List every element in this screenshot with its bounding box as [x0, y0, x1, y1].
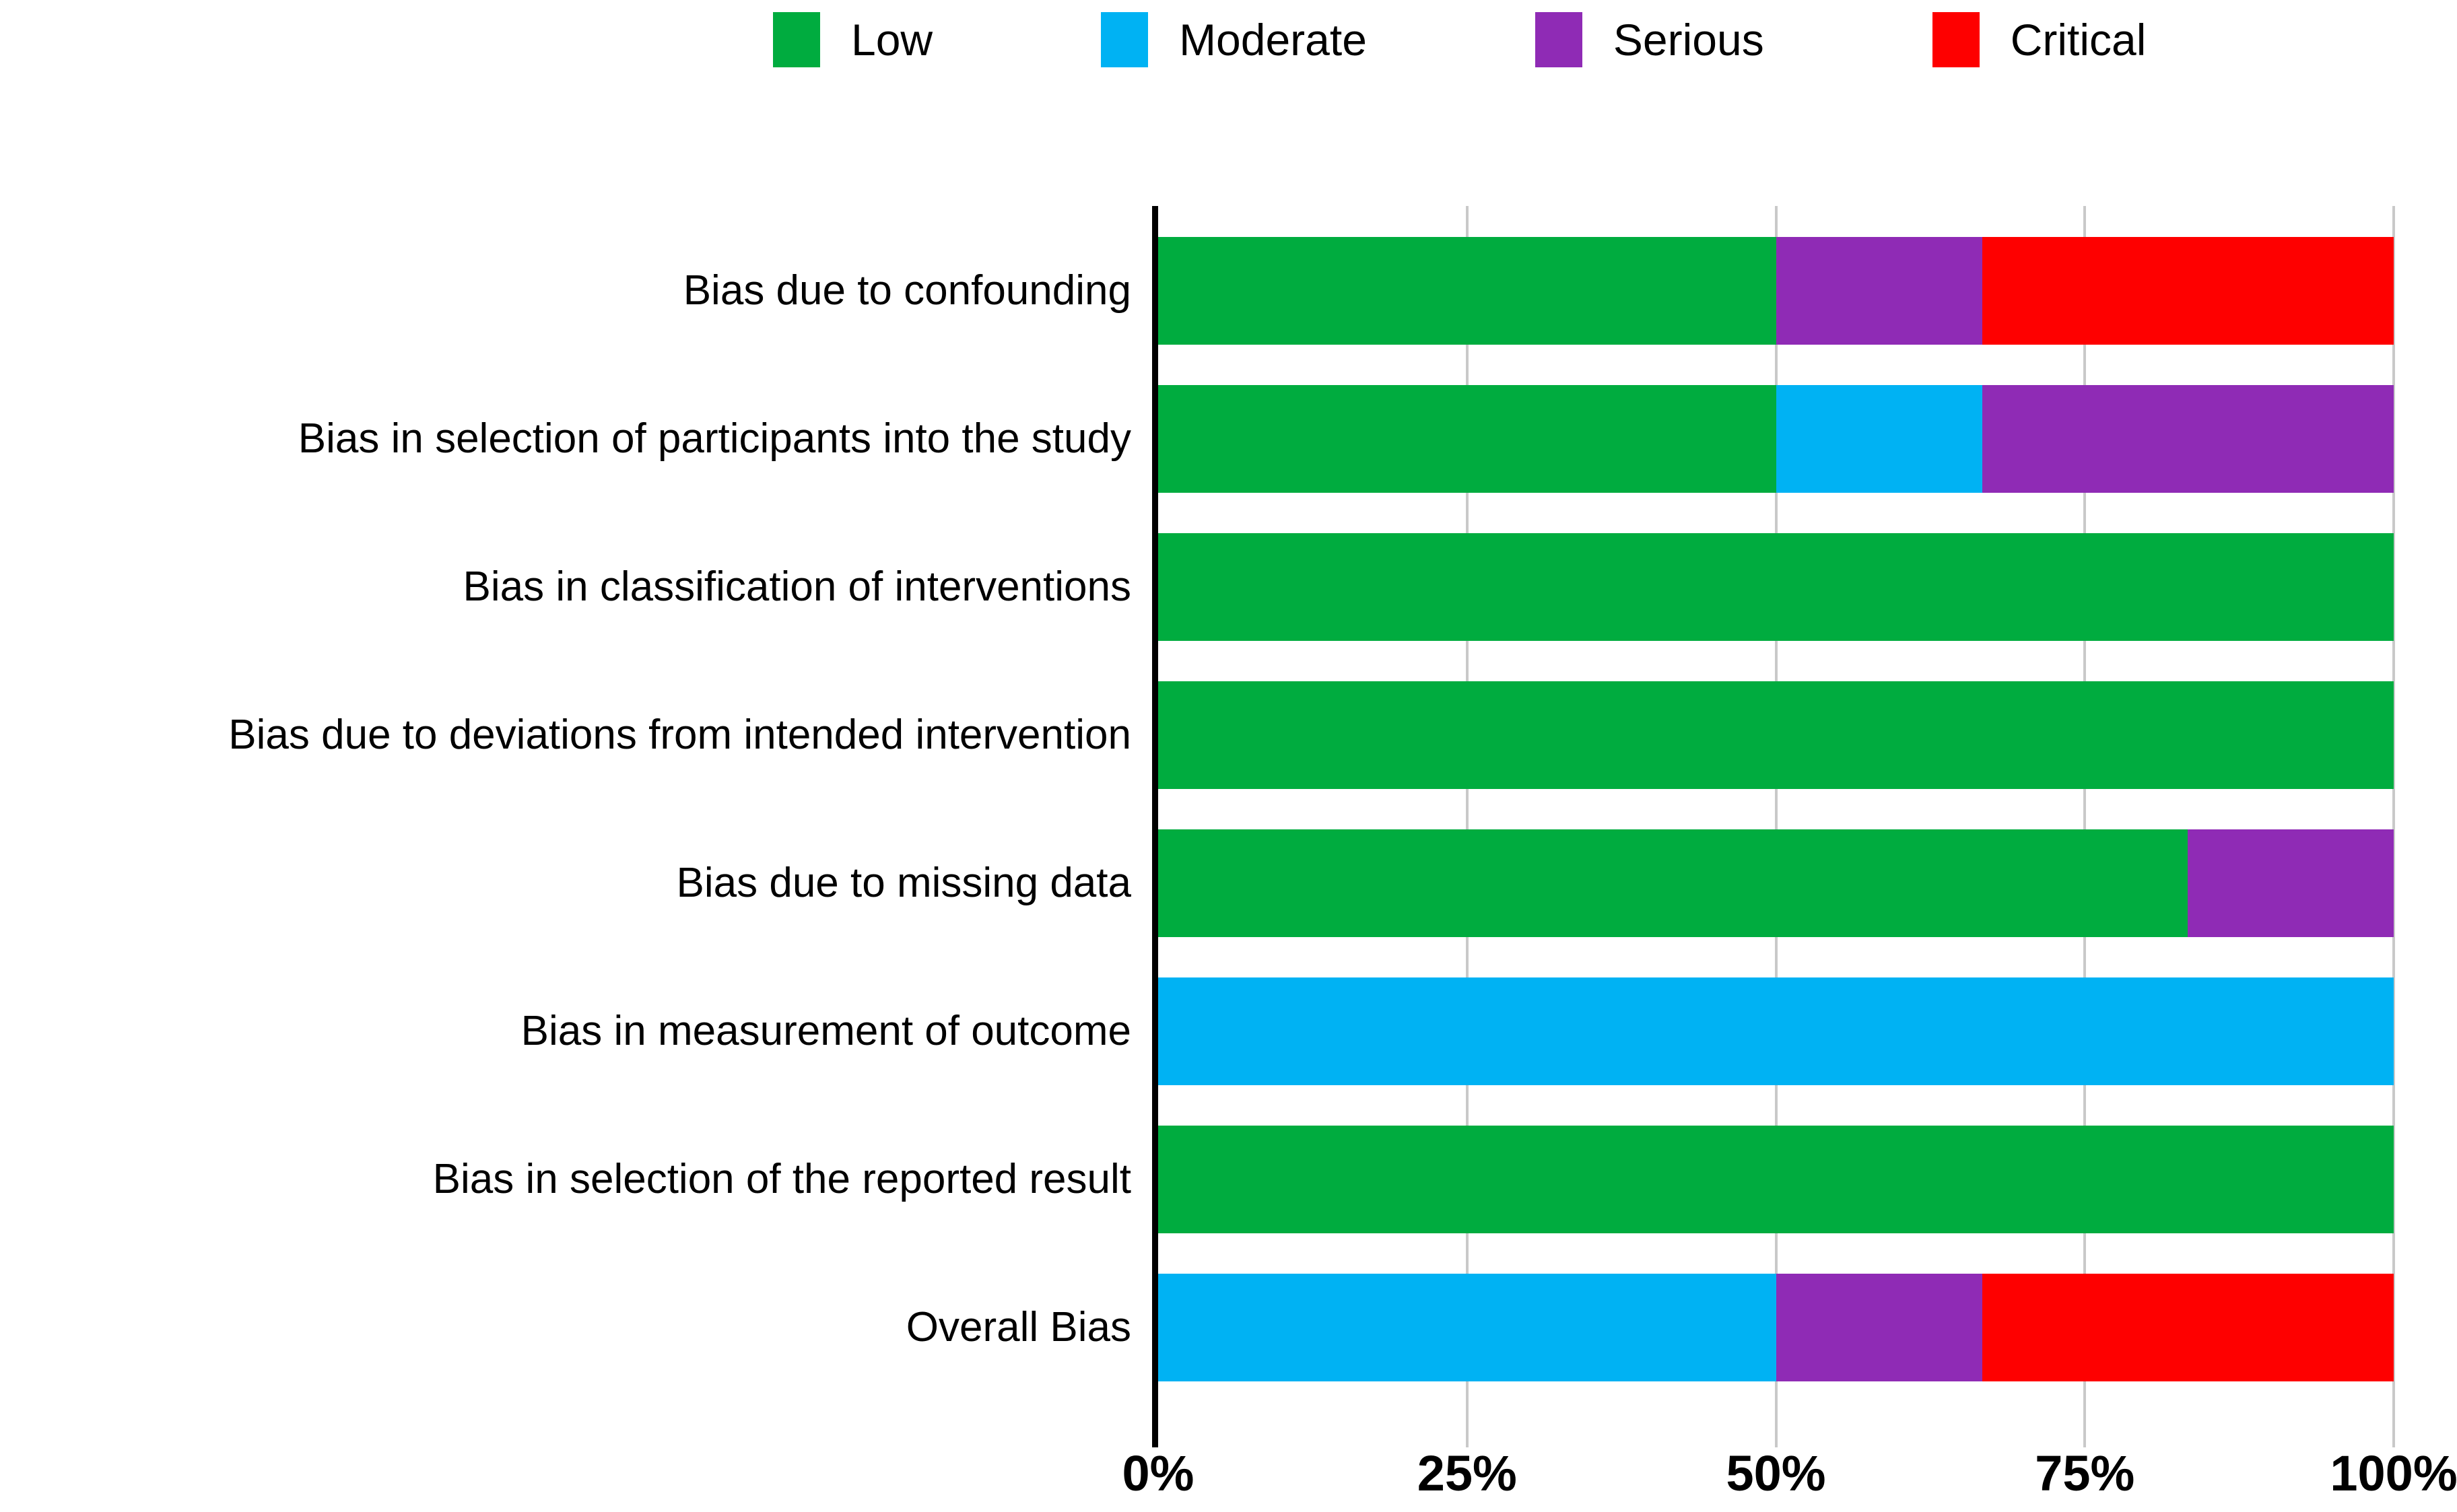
bar-segment-low-row3	[1158, 681, 2394, 789]
legend-swatch-critical	[1932, 12, 1980, 67]
y-axis-line	[1152, 206, 1158, 1447]
x-tick-label-75: 75%	[2035, 1445, 2135, 1501]
bar-segment-serious-row4	[2187, 829, 2394, 937]
bar-row-5	[1158, 977, 2394, 1085]
x-tick-label-25: 25%	[1417, 1445, 1517, 1501]
bar-segment-critical-row7	[1982, 1274, 2394, 1381]
legend-label-low: Low	[851, 15, 933, 65]
category-label-4: Bias due to missing data	[676, 860, 1132, 906]
category-label-2: Bias in classification of interventions	[463, 563, 1131, 610]
chart-legend: Low Moderate Serious Critical	[773, 12, 2146, 67]
category-label-0: Bias due to confounding	[683, 267, 1131, 314]
bar-row-6	[1158, 1126, 2394, 1233]
bar-segment-moderate-row7	[1158, 1274, 1776, 1381]
category-label-7: Overall Bias	[906, 1304, 1131, 1350]
bar-segment-low-row0	[1158, 237, 1776, 345]
x-tick-label-50: 50%	[1726, 1445, 1826, 1501]
x-tick-label-100: 100%	[2330, 1445, 2457, 1501]
bar-row-2	[1158, 533, 2394, 641]
bar-row-7	[1158, 1274, 2394, 1381]
category-label-1: Bias in selection of participants into t…	[298, 415, 1131, 462]
bar-row-3	[1158, 681, 2394, 789]
bar-segment-moderate-row1	[1776, 385, 1982, 493]
legend-item-moderate: Moderate	[1101, 12, 1367, 67]
bar-segment-low-row4	[1158, 829, 2188, 937]
legend-item-serious: Serious	[1535, 12, 1764, 67]
category-label-5: Bias in measurement of outcome	[520, 1008, 1131, 1054]
legend-label-moderate: Moderate	[1179, 15, 1367, 65]
legend-label-critical: Critical	[2010, 15, 2147, 65]
category-label-6: Bias in selection of the reported result	[432, 1156, 1131, 1202]
bar-row-4	[1158, 829, 2394, 937]
bar-segment-low-row1	[1158, 385, 1776, 493]
gridline-75	[2083, 206, 2087, 1447]
legend-swatch-moderate	[1101, 12, 1149, 67]
legend-item-low: Low	[773, 12, 933, 67]
legend-swatch-low	[773, 12, 820, 67]
bar-segment-moderate-row5	[1158, 977, 2394, 1085]
gridline-25	[1465, 206, 1469, 1447]
legend-item-critical: Critical	[1932, 12, 2147, 67]
bar-segment-serious-row0	[1776, 237, 1982, 345]
gridline-50	[1774, 206, 1778, 1447]
legend-swatch-serious	[1535, 12, 1582, 67]
plot-area: 0% 25% 50% 75% 100%	[1122, 206, 2457, 1501]
legend-label-serious: Serious	[1613, 15, 1764, 65]
gridline-100	[2392, 206, 2395, 1447]
category-label-3: Bias due to deviations from intended int…	[228, 712, 1131, 758]
bar-segment-critical-row0	[1982, 237, 2394, 345]
bar-row-1	[1158, 385, 2394, 493]
bar-segment-low-row6	[1158, 1126, 2394, 1233]
bar-row-0	[1158, 237, 2394, 345]
bar-segment-serious-row1	[1982, 385, 2394, 493]
bar-segment-low-row2	[1158, 533, 2394, 641]
x-tick-label-0: 0%	[1122, 1445, 1194, 1501]
bar-segment-serious-row7	[1776, 1274, 1982, 1381]
